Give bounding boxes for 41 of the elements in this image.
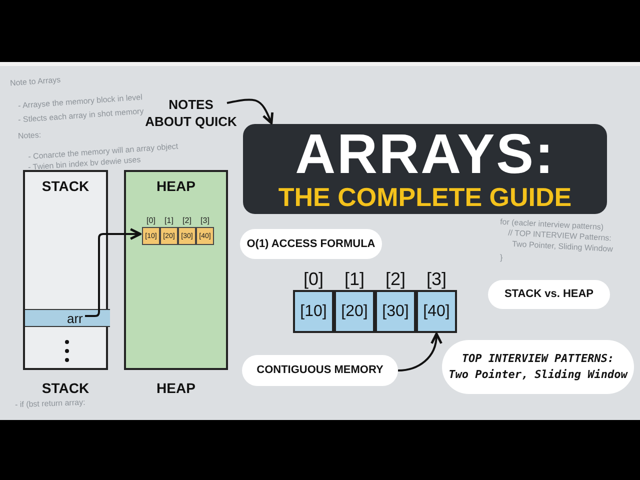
variable-label: arr — [67, 312, 83, 324]
panel-heading: HEAP — [156, 177, 196, 196]
cell-value: [40] — [423, 304, 450, 320]
panel-heading: STACK — [40, 177, 90, 196]
callout-text: STACK vs. HEAP — [504, 287, 594, 302]
cell-value: [10] — [300, 304, 327, 320]
subtitle-text: THE COMPLETE GUIDE — [278, 182, 572, 212]
index-label: [2] — [182, 215, 192, 227]
callout-bubble — [488, 280, 610, 309]
handwritten-note: - Stlects each array in shot memory — [18, 108, 144, 124]
index-label: [3] — [200, 215, 210, 227]
index-label: [0] — [146, 215, 156, 227]
pointer-cell — [25, 309, 110, 327]
callout-text: CONTIGUOUS MEMORY — [256, 363, 384, 378]
title-banner — [243, 124, 607, 214]
handwritten-note: Note to Arrays — [10, 76, 61, 88]
callout-bubble — [242, 355, 398, 386]
callout-text: Two Pointer, Sliding Window — [448, 367, 628, 383]
callout-text: TOP INTERVIEW PATTERNS: — [462, 351, 614, 367]
index-label: [0] — [302, 268, 324, 291]
panel-caption: HEAP — [156, 379, 196, 398]
callout-text: O(1) ACCESS FORMULA — [246, 236, 376, 252]
handwritten-note: } — [500, 254, 503, 262]
handwritten-note: Two Pointer, Sliding Window — [512, 240, 614, 254]
callout-bubble — [240, 229, 382, 259]
cell-value: [20] — [341, 304, 368, 320]
callout-bubble — [442, 340, 634, 394]
index-label: [2] — [384, 268, 406, 291]
title-text: ARRAYS: — [295, 126, 555, 182]
index-label: [1] — [343, 268, 366, 291]
arrow — [398, 332, 442, 372]
arrow — [85, 228, 142, 317]
note-text: NOTES ABOUT QUICK — [145, 96, 237, 130]
arrow — [226, 98, 274, 124]
index-label: [1] — [164, 215, 174, 227]
handwritten-note: - Arrayse the memory block in level — [18, 94, 143, 110]
handwritten-note: Notes: — [18, 131, 42, 141]
handwritten-note: - if (bst return array: — [14, 398, 86, 410]
index-label: [3] — [425, 268, 448, 291]
panel-caption: STACK — [40, 379, 90, 398]
cell-value: [30] — [382, 304, 409, 320]
